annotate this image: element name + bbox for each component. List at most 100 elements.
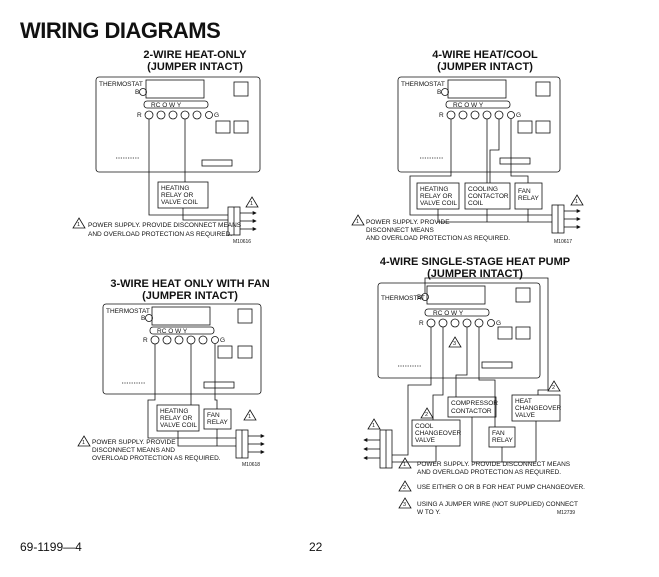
title-line: 4-WIRE SINGLE-STAGE HEAT PUMP	[379, 256, 571, 268]
note-triangle	[351, 214, 365, 226]
diagram-2-wire	[72, 76, 261, 236]
terminal-block-top	[447, 79, 507, 99]
wire-g	[510, 119, 529, 183]
load-heating-line: VALVE COIL	[161, 199, 198, 206]
note-triangle	[398, 457, 412, 469]
terminal-g-label: G	[516, 112, 521, 119]
load-box-fan	[514, 182, 543, 210]
load-heat-line: CHANGEOVER	[515, 405, 562, 412]
terminal-r-label: R	[137, 112, 142, 119]
note-triangle	[547, 380, 561, 392]
load-heating-line: VALVE COIL	[420, 200, 457, 207]
diagram-heat-pump-text: THERMOSTAT B RC O W Y R G COMPRESSOR CON…	[372, 294, 585, 516]
load-heating-line: HEATING	[161, 185, 189, 192]
mount-pad	[233, 120, 249, 134]
load-heating-line: RELAY OR	[161, 192, 194, 199]
note-number: 1	[248, 414, 251, 420]
terminal-r-label: R	[419, 320, 424, 327]
title-line: 4-WIRE HEAT/COOL	[432, 49, 538, 61]
mount-pad	[497, 326, 513, 340]
load-fan-line: RELAY	[518, 195, 539, 202]
thermostat-body	[95, 76, 261, 173]
terminal-row-label: RC O W Y	[433, 310, 464, 317]
thermostat-label: THERMOSTAT	[401, 81, 445, 88]
note-number: 2	[552, 385, 555, 391]
terminal-block-top	[145, 79, 205, 99]
mount-pad	[515, 287, 531, 303]
thermostat-body	[377, 282, 541, 379]
wire-load	[182, 208, 228, 221]
note-number: 1	[77, 222, 80, 228]
mount-pad	[517, 120, 533, 134]
diagram-3-wire-text: THERMOSTAT B RC O W Y R G HEATING RELAY …	[82, 308, 260, 468]
terminal-g-label: G	[214, 112, 219, 119]
wire-r	[148, 119, 228, 216]
terminal-row-label: RC O W Y	[453, 102, 484, 109]
wire-r	[147, 344, 236, 439]
terminal-label-strip	[445, 100, 511, 109]
thermostat-body	[397, 76, 561, 173]
note-line: OVERLOAD PROTECTION AS REQUIRED.	[92, 455, 221, 462]
note-triangle	[420, 407, 434, 419]
note-triangle	[570, 194, 584, 206]
note-line: POWER SUPPLY. PROVIDE DISCONNECT MEANS	[88, 222, 242, 229]
terminal-r-label: R	[439, 112, 444, 119]
diagram-2-wire-text: THERMOSTAT B RC O W Y R G HEATING RELAY …	[77, 81, 253, 245]
mount-pad	[233, 81, 249, 97]
load-cool-line: VALVE	[415, 437, 436, 444]
note-number: 2	[403, 485, 406, 491]
note-line: POWER SUPPLY. PROVIDE DISCONNECT MEANS	[417, 461, 571, 468]
wire-common	[472, 421, 537, 463]
note-number: 3	[453, 341, 456, 347]
terminal-row-label: RC O W Y	[157, 328, 188, 335]
terminal-g-label: G	[220, 337, 225, 344]
figure-code: M10617	[554, 239, 572, 245]
terminal-label-strip	[424, 308, 490, 317]
load-fan-line: FAN	[207, 412, 220, 419]
load-heating-line: RELAY OR	[420, 193, 453, 200]
battery-slot	[203, 381, 235, 389]
wire-g	[478, 327, 496, 427]
note-line: AND OVERLOAD PROTECTION AS REQUIRED.	[417, 469, 561, 476]
terminal-g-label: G	[496, 320, 501, 327]
note-number: 1	[575, 199, 578, 205]
thermostat-label: THERMOSTAT	[381, 295, 425, 302]
note-line: POWER SUPPLY. PROVIDE	[366, 219, 450, 226]
wire-common	[437, 209, 552, 223]
note-triangle	[72, 217, 86, 229]
load-compressor-line: COMPRESSOR	[451, 400, 498, 407]
note-line: DISCONNECT MEANS	[366, 227, 434, 234]
title-subline: (JUMPER INTACT)	[427, 268, 523, 280]
note-number: 2	[425, 412, 428, 418]
title-subline: (JUMPER INTACT)	[147, 61, 243, 73]
page-number: 22	[309, 540, 323, 554]
wire-b	[537, 389, 548, 395]
mount-pad	[515, 326, 531, 340]
thermostat-label: THERMOSTAT	[99, 81, 143, 88]
note-line: W TO Y.	[417, 509, 441, 516]
note-line: USING A JUMPER WIRE (NOT SUPPLIED) CONNE…	[417, 501, 578, 508]
battery-slot	[499, 157, 531, 165]
mount-pad	[237, 308, 253, 324]
battery-slot	[201, 159, 233, 167]
title-subline: (JUMPER INTACT)	[437, 61, 533, 73]
note-triangle	[448, 336, 462, 348]
load-heat-line: VALVE	[515, 412, 536, 419]
diagram-title-heat-pump: 4-WIRE SINGLE-STAGE HEAT PUMP (JUMPER IN…	[365, 256, 585, 280]
terminal-block-top	[151, 306, 211, 326]
terminal-screws	[139, 88, 213, 120]
figure-code: M10616	[233, 239, 251, 245]
load-fan-line: FAN	[492, 430, 505, 437]
wire-g	[214, 344, 218, 409]
load-fan-line: RELAY	[207, 419, 228, 426]
load-fan-line: FAN	[518, 188, 531, 195]
terminal-block-top	[426, 285, 486, 305]
diagram-heat-pump	[363, 277, 561, 509]
terminal-b-label: B	[417, 294, 421, 301]
thermostat-body	[102, 303, 262, 395]
note-number: 1	[250, 201, 253, 207]
note-triangle	[367, 418, 381, 430]
terminal-row-label: RC O W Y	[151, 102, 182, 109]
load-cooling-line: COOLING	[468, 186, 498, 193]
